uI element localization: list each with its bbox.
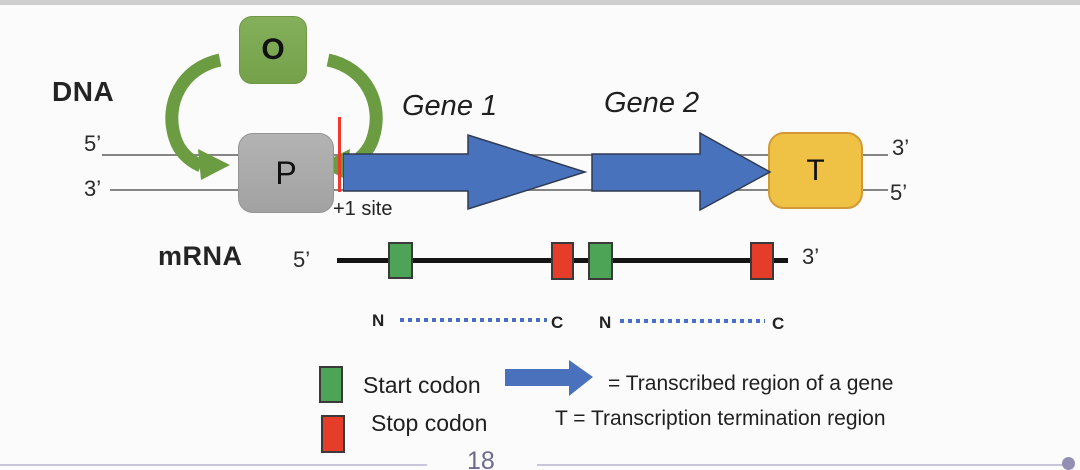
legend-start-codon-label: Start codon <box>363 372 481 398</box>
protein1-c-terminus-label: C <box>551 313 564 332</box>
protein2-n-terminus-label: N <box>599 313 612 332</box>
gene1-label: Gene 1 <box>402 90 498 122</box>
protein1-n-terminus-label: N <box>372 311 385 330</box>
plus-one-site-marker <box>338 117 341 192</box>
dna-left-5prime-label: 5’ <box>84 131 102 156</box>
dna-label: DNA <box>52 76 115 107</box>
terminator-box: T <box>768 132 863 209</box>
operator-box: O <box>239 16 307 84</box>
dna-right-5prime-label: 5’ <box>890 180 908 205</box>
start-codon-box-2 <box>588 242 613 280</box>
operator-letter: O <box>261 33 285 66</box>
mrna-label: mRNA <box>158 241 243 271</box>
protein1-dotted-line <box>400 318 547 322</box>
legend-start-codon-swatch <box>319 366 343 403</box>
promoter-box: P <box>238 133 334 213</box>
legend-terminator-meaning-text: T = Transcription termination region <box>555 407 886 430</box>
gene2-label: Gene 2 <box>604 87 700 119</box>
protein2-dotted-line <box>620 319 765 323</box>
legend-arrow-meaning-text: = Transcribed region of a gene <box>608 372 894 395</box>
mrna-3prime-label: 3’ <box>802 244 820 269</box>
stop-codon-box-1 <box>551 242 574 280</box>
start-codon-box-1 <box>388 242 413 279</box>
mrna-5prime-label: 5’ <box>293 247 311 272</box>
protein2-c-terminus-label: C <box>772 314 785 333</box>
footer-progress-dot-icon <box>1062 457 1075 470</box>
gene1-arrow-icon <box>343 133 588 211</box>
page-number: 18 <box>467 447 495 470</box>
legend-stop-codon-label: Stop codon <box>371 410 488 436</box>
legend-gene-arrow-icon <box>505 360 593 396</box>
legend-stop-codon-swatch <box>321 415 345 453</box>
gene-arrows-icon <box>343 131 772 212</box>
footer-divider-right <box>537 464 1064 466</box>
plus-one-site-label: +1 site <box>333 198 393 220</box>
stop-codon-box-2 <box>750 242 774 280</box>
terminator-letter: T <box>806 153 825 187</box>
footer-divider-left <box>0 464 427 466</box>
window-top-bar <box>0 0 1080 5</box>
gene2-arrow-icon <box>591 131 772 212</box>
dna-left-3prime-label: 3’ <box>84 176 102 201</box>
promoter-letter: P <box>275 154 297 191</box>
dna-right-3prime-label: 3’ <box>892 135 910 160</box>
